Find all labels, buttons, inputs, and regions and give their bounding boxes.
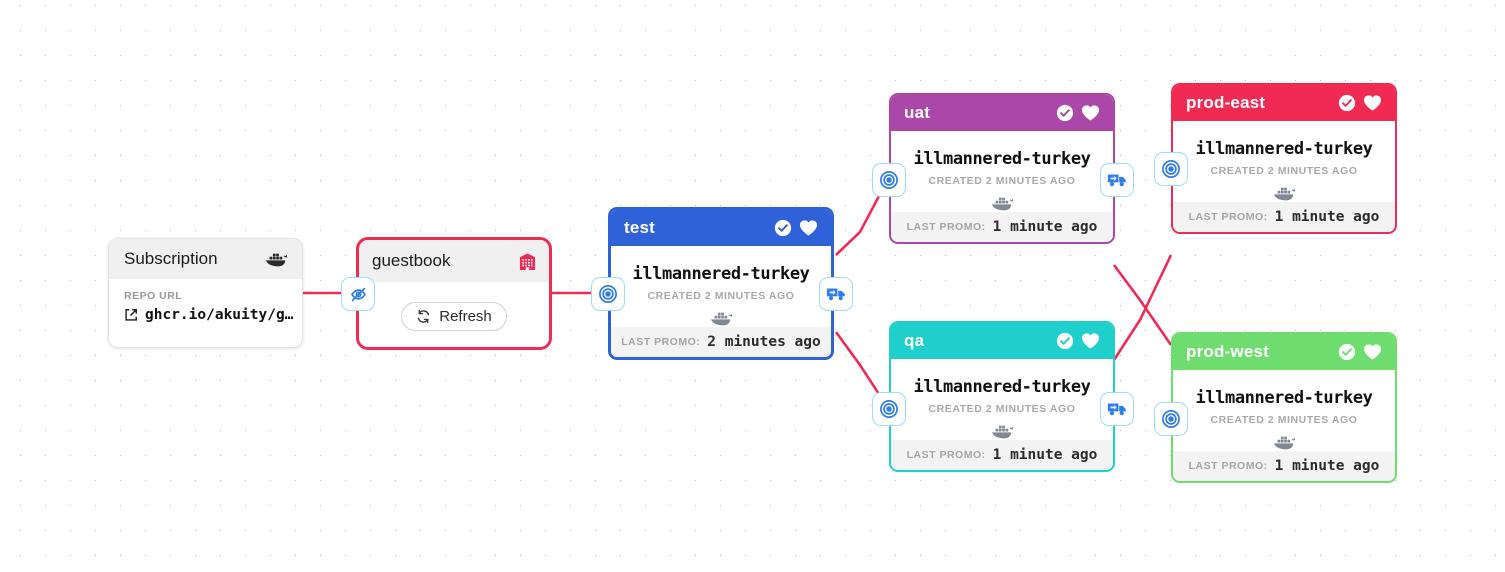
- warehouse-node[interactable]: guestbook: [356, 237, 552, 350]
- heart-icon[interactable]: [1081, 104, 1100, 122]
- freight-name: illmannered-turkey: [1195, 139, 1373, 159]
- check-circle-icon[interactable]: [1338, 343, 1356, 361]
- stage-header: prod-west: [1173, 334, 1395, 370]
- docker-whale-icon: [1173, 434, 1395, 451]
- stage-header: prod-east: [1173, 85, 1395, 121]
- freight-created: CREATED 2 MINUTES AGO: [928, 175, 1076, 187]
- last-promo-label: LAST PROMO:: [1188, 211, 1268, 223]
- last-promo-label: LAST PROMO:: [621, 336, 701, 348]
- subscription-header: Subscription: [109, 239, 302, 279]
- check-circle-icon[interactable]: [1056, 332, 1074, 350]
- qa-promote-handle[interactable]: [1100, 392, 1134, 426]
- stage-node-test[interactable]: test illmannered-turkey CREATED 2 MINUTE…: [608, 207, 834, 360]
- prod-east-target-handle[interactable]: [1154, 152, 1188, 186]
- prod-west-target-handle[interactable]: [1154, 402, 1188, 436]
- stage-node-qa[interactable]: qa illmannered-turkey CREATED 2 MINUTES …: [889, 321, 1115, 472]
- hide-subscription-handle[interactable]: [341, 277, 375, 311]
- freight-created: CREATED 2 MINUTES AGO: [647, 290, 795, 302]
- last-promo-value: 1 minute ago: [1274, 458, 1380, 474]
- heart-icon[interactable]: [1363, 94, 1382, 112]
- stage-header: qa: [891, 323, 1113, 359]
- subscription-title: Subscription: [124, 249, 218, 268]
- heart-icon[interactable]: [1081, 332, 1100, 350]
- freight-created: CREATED 2 MINUTES AGO: [1210, 165, 1358, 177]
- stage-name: prod-east: [1186, 93, 1266, 112]
- truck-icon: [1107, 400, 1127, 418]
- last-promo-value: 2 minutes ago: [707, 334, 821, 350]
- bullseye-icon: [879, 170, 899, 190]
- stage-footer: LAST PROMO: 1 minute ago: [1173, 202, 1395, 232]
- stage-header: uat: [891, 95, 1113, 131]
- freight-created: CREATED 2 MINUTES AGO: [1210, 414, 1358, 426]
- stage-body: illmannered-turkey CREATED 2 MINUTES AGO: [891, 359, 1113, 440]
- last-promo-value: 1 minute ago: [992, 447, 1098, 463]
- stage-footer: LAST PROMO: 1 minute ago: [1173, 451, 1395, 481]
- stage-node-uat[interactable]: uat illmannered-turkey CREATED 2 MINUTES…: [889, 93, 1115, 244]
- external-link-icon: [124, 308, 138, 322]
- stage-footer: LAST PROMO: 1 minute ago: [891, 212, 1113, 242]
- last-promo-value: 1 minute ago: [992, 219, 1098, 235]
- refresh-icon: [416, 309, 431, 324]
- freight-name: illmannered-turkey: [1195, 388, 1373, 408]
- docker-whale-icon: [1173, 185, 1395, 202]
- heart-icon[interactable]: [1363, 343, 1382, 361]
- freight-name: illmannered-turkey: [632, 264, 810, 284]
- stage-body: illmannered-turkey CREATED 2 MINUTES AGO: [891, 131, 1113, 212]
- repo-url-row[interactable]: ghcr.io/akuity/g…: [124, 307, 293, 323]
- stage-body: illmannered-turkey CREATED 2 MINUTES AGO: [1173, 370, 1395, 451]
- refresh-button[interactable]: Refresh: [401, 301, 507, 331]
- docker-whale-icon: [891, 195, 1113, 212]
- docker-whale-icon: [891, 423, 1113, 440]
- bullseye-icon: [1161, 159, 1181, 179]
- stage-node-prod-east[interactable]: prod-east illmannered-turkey CREATED 2 M…: [1171, 83, 1397, 234]
- warehouse-body: Refresh: [359, 282, 549, 347]
- bullseye-icon: [879, 399, 899, 419]
- repo-url-label: REPO URL: [124, 290, 183, 302]
- bullseye-icon: [598, 284, 618, 304]
- last-promo-value: 1 minute ago: [1274, 209, 1380, 225]
- last-promo-label: LAST PROMO:: [1188, 460, 1268, 472]
- qa-target-handle[interactable]: [872, 392, 906, 426]
- edge-uat-prodwest: [1112, 264, 1173, 346]
- check-circle-icon[interactable]: [1338, 94, 1356, 112]
- test-promote-handle[interactable]: [819, 277, 853, 311]
- subscription-node[interactable]: Subscription REPO URL ghcr.io: [108, 238, 303, 348]
- stage-name: test: [624, 218, 656, 237]
- warehouse-icon: [519, 252, 536, 271]
- last-promo-label: LAST PROMO:: [906, 221, 986, 233]
- last-promo-label: LAST PROMO:: [906, 449, 986, 461]
- repo-url-value: ghcr.io/akuity/g…: [145, 307, 294, 323]
- uat-promote-handle[interactable]: [1100, 163, 1134, 197]
- stage-footer: LAST PROMO: 2 minutes ago: [611, 327, 831, 357]
- warehouse-title: guestbook: [372, 251, 451, 270]
- stage-body: illmannered-turkey CREATED 2 MINUTES AGO: [611, 246, 831, 327]
- freight-name: illmannered-turkey: [913, 149, 1091, 169]
- stage-name: uat: [904, 103, 931, 122]
- docker-whale-icon: [265, 251, 287, 268]
- truck-icon: [1107, 171, 1127, 189]
- stage-name: prod-west: [1186, 342, 1270, 361]
- eye-slash-icon: [349, 285, 368, 304]
- refresh-label: Refresh: [439, 307, 492, 325]
- freight-name: illmannered-turkey: [913, 377, 1091, 397]
- test-target-handle[interactable]: [591, 277, 625, 311]
- edge-qa-prodeast: [1112, 254, 1173, 361]
- heart-icon[interactable]: [799, 219, 818, 237]
- subscription-body: REPO URL ghcr.io/akuity/g…: [109, 279, 302, 323]
- stage-header: test: [611, 210, 831, 246]
- check-circle-icon[interactable]: [774, 219, 792, 237]
- freight-created: CREATED 2 MINUTES AGO: [928, 403, 1076, 415]
- stage-body: illmannered-turkey CREATED 2 MINUTES AGO: [1173, 121, 1395, 202]
- truck-icon: [826, 285, 846, 303]
- uat-target-handle[interactable]: [872, 163, 906, 197]
- docker-whale-icon: [611, 310, 831, 327]
- stage-footer: LAST PROMO: 1 minute ago: [891, 440, 1113, 470]
- bullseye-icon: [1161, 409, 1181, 429]
- check-circle-icon[interactable]: [1056, 104, 1074, 122]
- stage-node-prod-west[interactable]: prod-west illmannered-turkey CREATED 2 M…: [1171, 332, 1397, 483]
- warehouse-header: guestbook: [359, 240, 549, 282]
- stage-name: qa: [904, 331, 925, 350]
